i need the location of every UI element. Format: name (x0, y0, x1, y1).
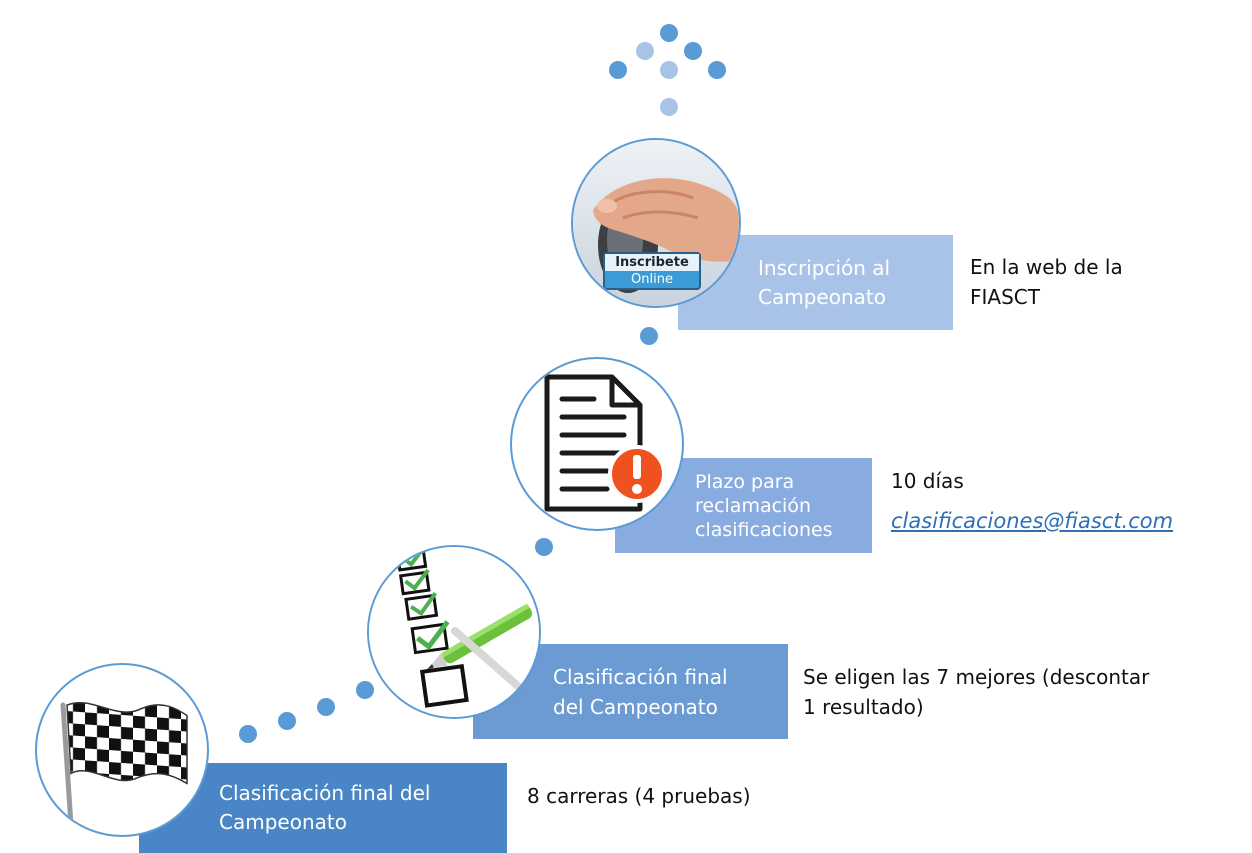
desc-line: 1 resultado) (803, 695, 924, 719)
desc-line: En la web de la (970, 255, 1123, 279)
step-box-line: Clasificación final del (219, 781, 431, 805)
badge-label: Inscribete (605, 254, 699, 271)
path-dot (660, 24, 678, 42)
step-box-line: Clasificación final (553, 664, 728, 689)
desc-line: FIASCT (970, 285, 1040, 309)
step-box-line: Campeonato (758, 284, 886, 309)
desc-line: 8 carreras (4 pruebas) (527, 784, 751, 808)
path-dot (684, 42, 702, 60)
checkered-flag-icon (60, 702, 188, 828)
checklist-icon (369, 547, 539, 717)
step-box-line: Plazo para (695, 470, 795, 493)
path-dot (317, 698, 335, 716)
step-description-registration: En la web de la FIASCT (970, 252, 1123, 312)
document-warning-icon (544, 374, 666, 512)
step-box-line: reclamación (695, 494, 811, 517)
step-box-line: Campeonato (219, 810, 347, 834)
step-description-claims: 10 días clasificaciones@fiasct.com (891, 466, 1173, 536)
step-description-championship: 8 carreras (4 pruebas) (527, 781, 751, 811)
path-dot (708, 61, 726, 79)
step-description-final-ranking: Se eligen las 7 mejores (descontar 1 res… (803, 662, 1149, 722)
path-dot (660, 98, 678, 116)
path-dot (535, 538, 553, 556)
email-link[interactable]: clasificaciones@fiasct.com (891, 509, 1174, 533)
path-dot (636, 42, 654, 60)
flag-circle (35, 663, 209, 837)
desc-line: Se eligen las 7 mejores (descontar (803, 665, 1150, 689)
badge-label: Online (631, 272, 673, 287)
step-box-line: clasificaciones (695, 518, 833, 541)
step-box-claims: Plazo para reclamación clasificaciones (615, 458, 872, 553)
claims-circle (510, 357, 684, 531)
registration-circle: Inscribete Online (571, 138, 741, 308)
path-dot (640, 327, 658, 345)
step-box-line: del Campeonato (553, 694, 718, 719)
path-dot (278, 712, 296, 730)
desc-line: 10 días (891, 469, 964, 493)
path-dot (660, 61, 678, 79)
step-box-line: Inscripción al (758, 255, 891, 280)
path-dot (609, 61, 627, 79)
online-badge: Inscribete Online (603, 252, 701, 290)
checklist-circle (367, 545, 541, 719)
path-dot (239, 725, 257, 743)
